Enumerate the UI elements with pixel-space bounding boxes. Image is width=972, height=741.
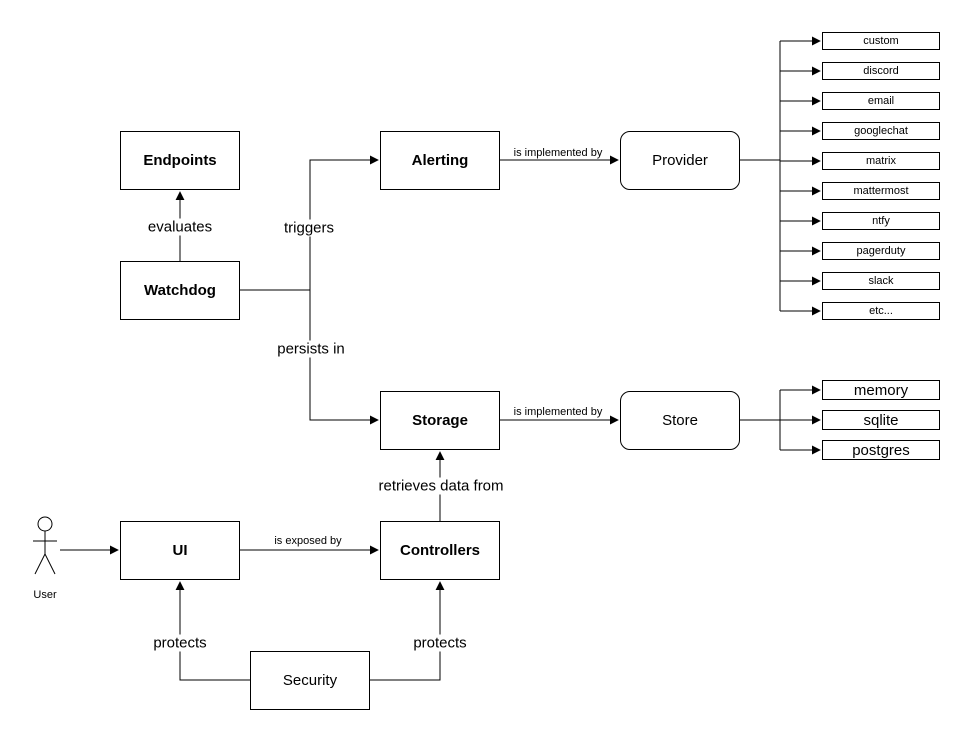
node-storage-label: Storage [412, 412, 468, 429]
edge-label-retrieves-data-from: retrieves data from [375, 477, 507, 495]
edge-security-controllers [370, 581, 445, 681]
node-store: Store [620, 391, 740, 450]
node-endpoints: Endpoints [120, 131, 240, 190]
provider-leaf-email: email [822, 92, 940, 110]
store-leaf-sqlite: sqlite [822, 410, 940, 430]
provider-leaf-list: custom discord email googlechat matrix m… [822, 32, 940, 332]
edge-label-persists-in: persists in [274, 340, 348, 358]
edge-store-trunk [740, 390, 781, 450]
node-ui-label: UI [172, 542, 188, 559]
node-storage: Storage [380, 391, 500, 450]
edge-label-is-exposed-by: is exposed by [271, 535, 345, 547]
store-leaf-postgres: postgres [822, 440, 940, 460]
node-endpoints-label: Endpoints [143, 152, 217, 169]
node-watchdog: Watchdog [120, 261, 240, 320]
provider-leaf-matrix: matrix [822, 152, 940, 170]
provider-leaf-mattermost: mattermost [822, 182, 940, 200]
node-controllers: Controllers [380, 521, 500, 580]
node-watchdog-label: Watchdog [144, 282, 216, 299]
user-actor-icon [33, 516, 57, 575]
provider-leaf-pagerduty: pagerduty [822, 242, 940, 260]
edge-watchdog-storage [309, 290, 379, 425]
store-leaf-list: memory sqlite postgres [822, 380, 940, 470]
provider-leaf-slack: slack [822, 272, 940, 290]
provider-leaf-custom: custom [822, 32, 940, 50]
node-security-label: Security [282, 672, 338, 689]
edge-provider-trunk [740, 41, 781, 311]
edge-label-evaluates: evaluates [144, 218, 216, 236]
edge-label-alerting-implemented-by: is implemented by [510, 147, 606, 159]
provider-leaf-ntfy: ntfy [822, 212, 940, 230]
edge-label-protects-controllers: protects [410, 634, 470, 652]
edge-security-ui [175, 581, 250, 681]
node-controllers-label: Controllers [399, 542, 480, 559]
provider-leaf-googlechat: googlechat [822, 122, 940, 140]
user-actor-label: User [33, 589, 57, 601]
node-security: Security [250, 651, 370, 710]
node-alerting: Alerting [380, 131, 500, 190]
node-alerting-label: Alerting [411, 152, 469, 169]
provider-leaf-discord: discord [822, 62, 940, 80]
edge-label-protects-ui: protects [150, 634, 210, 652]
node-provider: Provider [620, 131, 740, 190]
node-provider-label: Provider [652, 152, 708, 169]
node-ui: UI [120, 521, 240, 580]
edge-label-triggers: triggers [280, 219, 338, 237]
edge-label-storage-implemented-by: is implemented by [510, 406, 606, 418]
node-store-label: Store [662, 412, 698, 429]
provider-leaf-etc: etc... [822, 302, 940, 320]
store-leaf-memory: memory [822, 380, 940, 400]
